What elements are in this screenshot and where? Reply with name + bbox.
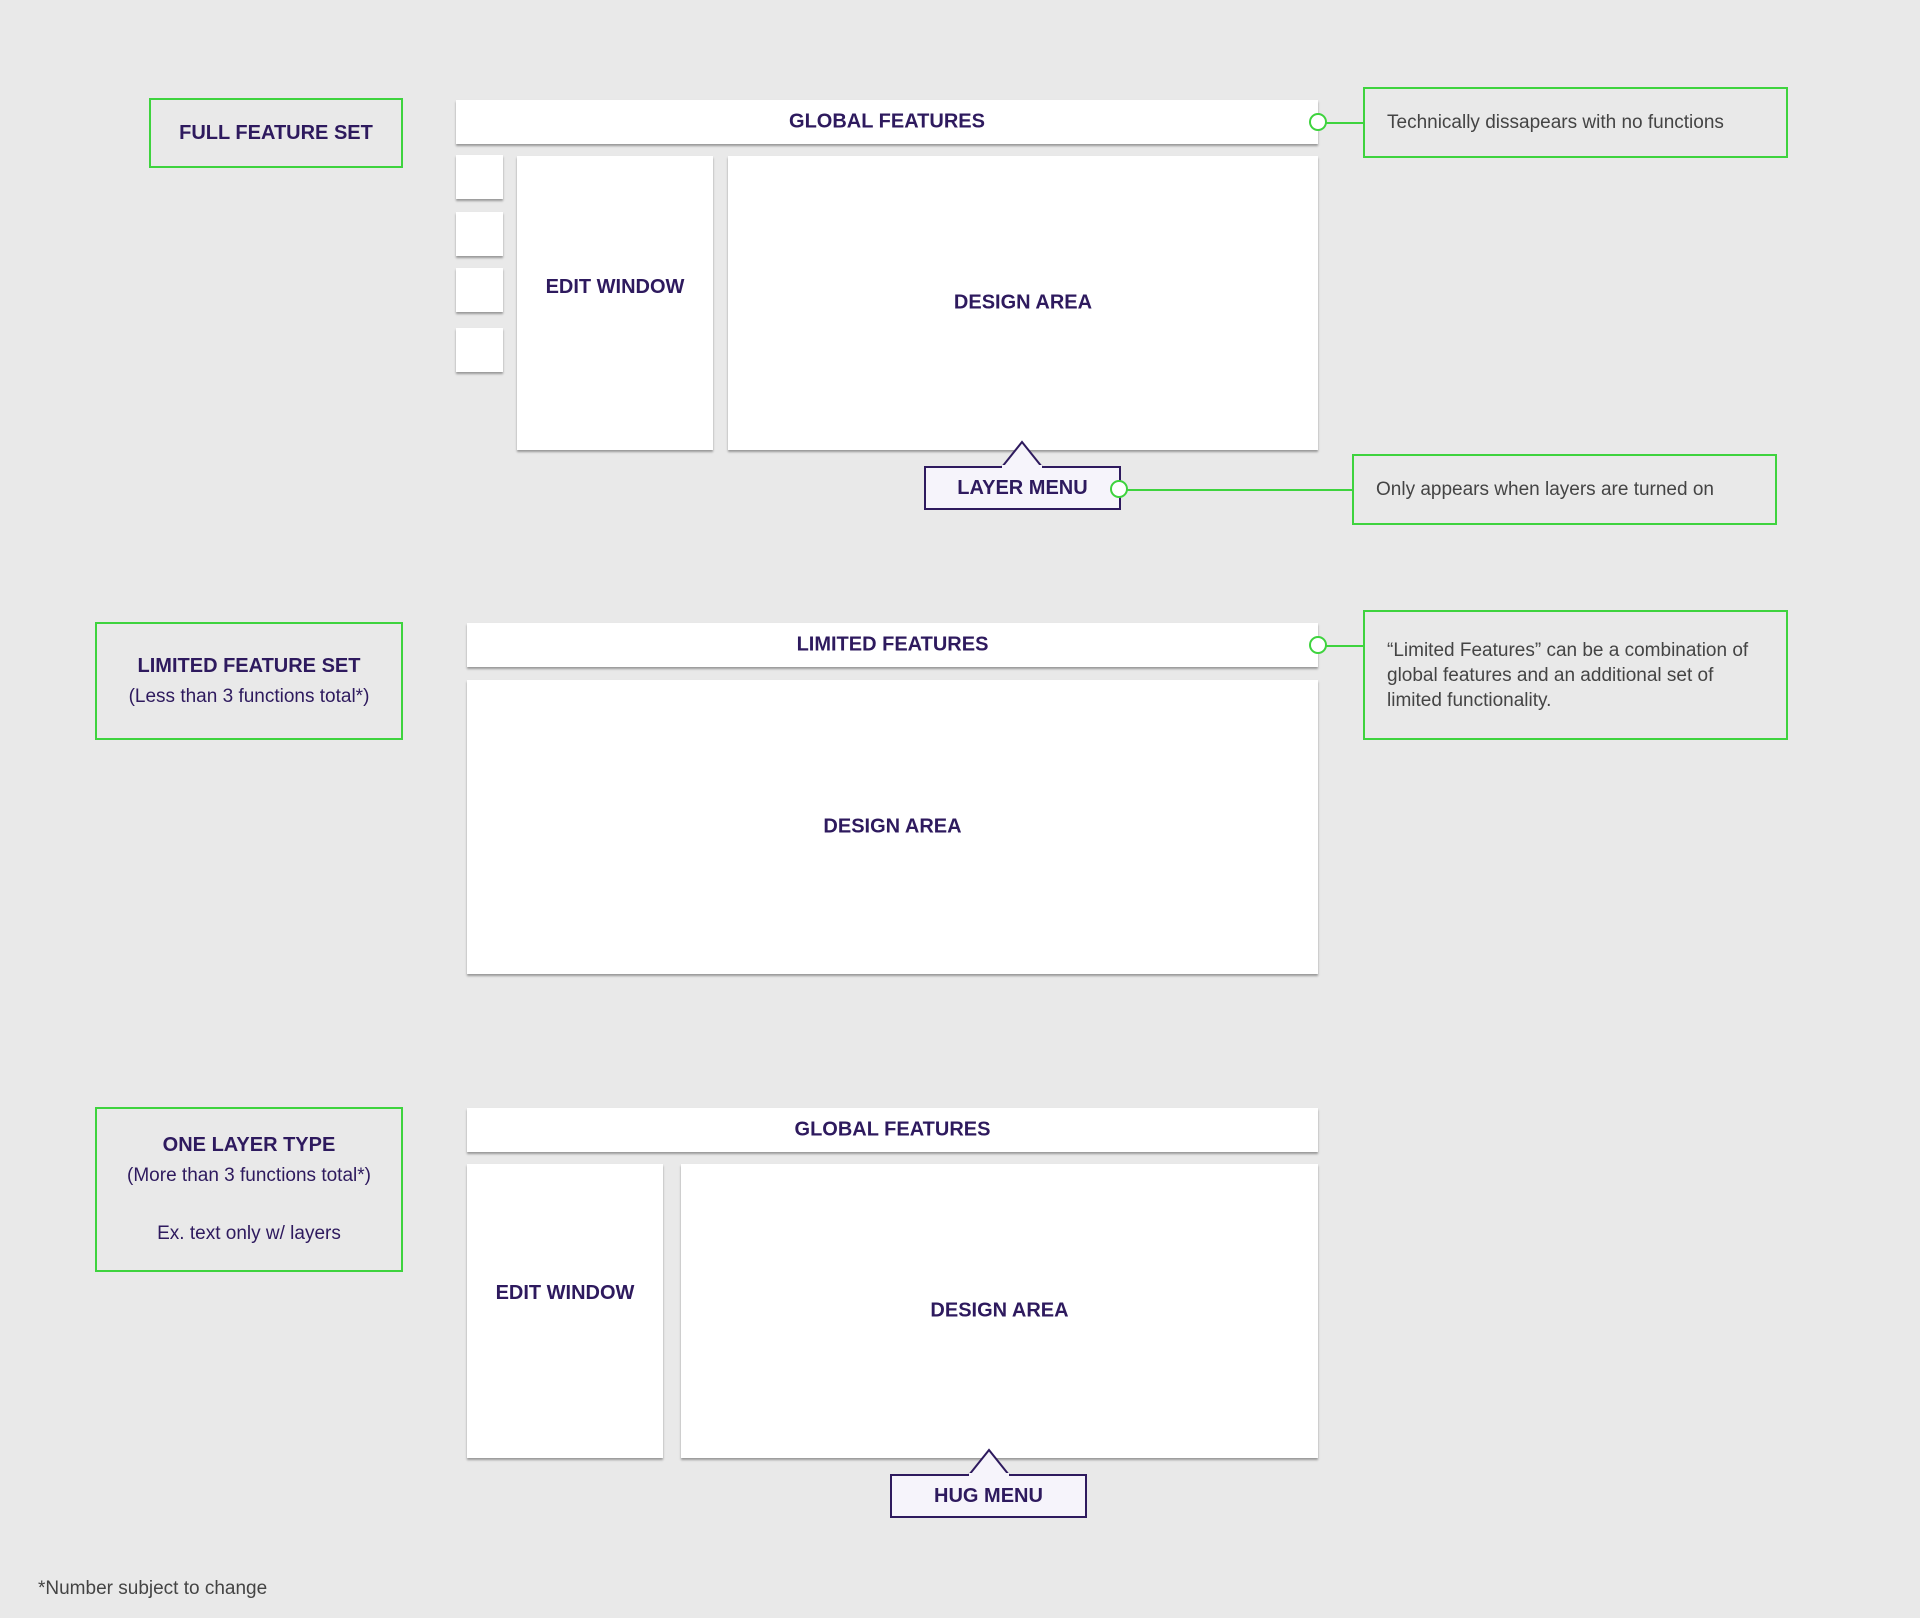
design-area-label: DESIGN AREA xyxy=(953,291,1093,314)
edit-window-panel[interactable]: EDIT WINDOW xyxy=(517,156,713,450)
limited-feature-set-label: LIMITED FEATURE SET (Less than 3 functio… xyxy=(95,622,403,740)
tool-button-2[interactable] xyxy=(456,212,503,256)
global-features-bar[interactable]: GLOBAL FEATURES xyxy=(456,100,1318,144)
one-layer-edit-window-panel[interactable]: EDIT WINDOW xyxy=(467,1164,663,1458)
layer-menu-note-text: Only appears when layers are turned on xyxy=(1376,479,1714,500)
global-features-note-text: Technically dissapears with no functions xyxy=(1387,112,1724,133)
one-layer-type-title: ONE LAYER TYPE xyxy=(162,1134,336,1156)
limited-design-area-panel[interactable]: DESIGN AREA xyxy=(467,680,1318,974)
layer-menu-pointer xyxy=(999,440,1045,468)
limited-features-connector-dot xyxy=(1309,636,1327,654)
hug-menu-pointer xyxy=(966,1448,1012,1476)
hug-menu[interactable]: HUG MENU xyxy=(890,1474,1087,1518)
limited-design-area-label: DESIGN AREA xyxy=(823,815,962,838)
limited-features-connector xyxy=(1318,645,1364,647)
layer-menu-connector-dot xyxy=(1110,480,1128,498)
layer-menu-connector xyxy=(1121,489,1354,491)
layer-menu-note: Only appears when layers are turned on xyxy=(1352,454,1777,525)
layer-menu-label: LAYER MENU xyxy=(957,476,1088,499)
limited-feature-set-title: LIMITED FEATURE SET xyxy=(137,654,361,677)
tool-button-1[interactable] xyxy=(456,155,503,199)
one-layer-type-label: ONE LAYER TYPE (More than 3 functions to… xyxy=(95,1107,403,1272)
full-feature-set-label: FULL FEATURE SET xyxy=(149,98,403,168)
one-layer-design-area-panel[interactable]: DESIGN AREA xyxy=(681,1164,1318,1458)
limited-features-note-text: “Limited Features” can be a combination … xyxy=(1387,639,1749,711)
footnote: *Number subject to change xyxy=(38,1578,268,1599)
global-features-connector-dot xyxy=(1309,113,1327,131)
full-feature-set-title: FULL FEATURE SET xyxy=(179,121,373,144)
tool-button-3[interactable] xyxy=(456,268,503,312)
limited-features-label: LIMITED FEATURES xyxy=(796,633,989,656)
hug-menu-label: HUG MENU xyxy=(934,1484,1043,1507)
tool-button-4[interactable] xyxy=(456,328,503,372)
layer-menu[interactable]: LAYER MENU xyxy=(924,466,1121,510)
one-layer-global-features-bar[interactable]: GLOBAL FEATURES xyxy=(467,1108,1318,1152)
edit-window-label: EDIT WINDOW xyxy=(545,276,685,298)
limited-features-note: “Limited Features” can be a combination … xyxy=(1363,610,1788,740)
design-area-panel[interactable]: DESIGN AREA xyxy=(728,156,1318,450)
one-layer-type-subtitle: (More than 3 functions total*) xyxy=(127,1165,371,1186)
one-layer-edit-window-label: EDIT WINDOW xyxy=(495,1282,635,1304)
global-features-label: GLOBAL FEATURES xyxy=(789,110,985,133)
one-layer-type-example: Ex. text only w/ layers xyxy=(157,1223,341,1244)
limited-features-bar[interactable]: LIMITED FEATURES xyxy=(467,623,1318,667)
one-layer-global-features-label: GLOBAL FEATURES xyxy=(794,1118,991,1141)
global-features-connector xyxy=(1318,122,1364,124)
limited-feature-set-subtitle: (Less than 3 functions total*) xyxy=(128,685,370,707)
one-layer-design-area-label: DESIGN AREA xyxy=(930,1299,1069,1322)
global-features-note: Technically dissapears with no functions xyxy=(1363,87,1788,158)
